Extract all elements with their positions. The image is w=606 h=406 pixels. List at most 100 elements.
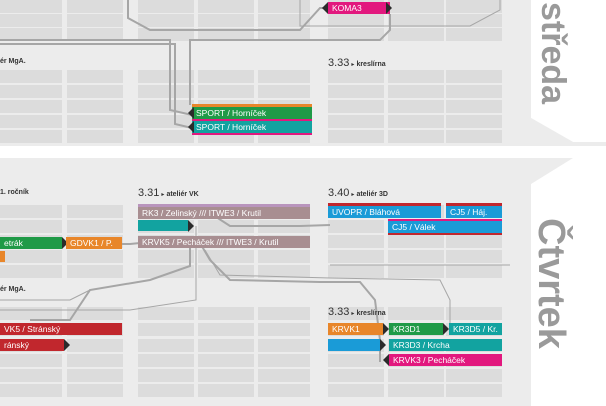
empty-slot[interactable] [198,85,254,98]
course-uvopr[interactable]: UVOPR / Bláhová [328,206,441,218]
empty-slot[interactable] [138,323,194,336]
course-krvk3[interactable]: KRVK3 / Pecháček [389,354,502,366]
empty-slot[interactable] [446,85,502,98]
empty-slot[interactable] [67,115,123,128]
empty-slot[interactable] [388,0,444,13]
empty-slot[interactable] [446,130,502,143]
empty-slot[interactable] [138,14,194,27]
empty-slot[interactable] [0,220,62,233]
empty-slot[interactable] [198,70,254,83]
empty-slot[interactable] [328,265,384,278]
empty-slot[interactable] [258,354,310,367]
empty-slot[interactable] [0,250,62,263]
course-krvk1[interactable]: KRVK1 [328,323,383,335]
empty-slot[interactable] [328,307,384,320]
empty-slot[interactable] [328,14,384,27]
empty-slot[interactable] [328,354,384,367]
empty-slot[interactable] [67,14,123,27]
empty-slot[interactable] [198,384,254,397]
empty-slot[interactable] [198,250,254,263]
empty-slot[interactable] [0,115,62,128]
empty-slot[interactable] [388,250,444,263]
empty-slot[interactable] [0,100,62,113]
empty-slot[interactable] [67,250,123,263]
course-kr3d3[interactable]: KR3D3 / Krcha [389,339,502,351]
course-transky[interactable]: ránský [0,339,64,351]
empty-slot[interactable] [388,384,444,397]
empty-slot[interactable] [198,0,254,13]
empty-slot[interactable] [67,130,123,143]
empty-slot[interactable] [198,14,254,27]
course-cj5-haj[interactable]: CJ5 / Háj. [446,206,502,218]
empty-slot[interactable] [138,384,194,397]
empty-slot[interactable] [446,369,502,382]
empty-slot[interactable] [446,235,502,248]
empty-slot[interactable] [138,307,194,320]
course-rk3[interactable]: RK3 / Zelinský /// ITWE3 / Krutil [138,207,310,219]
empty-slot[interactable] [138,70,194,83]
empty-slot[interactable] [138,369,194,382]
empty-slot[interactable] [328,28,384,41]
empty-slot[interactable] [258,369,310,382]
course-kr3d1[interactable]: KR3D1 [389,323,443,335]
course-cyan-block[interactable] [328,339,380,351]
empty-slot[interactable] [258,339,310,352]
empty-slot[interactable] [0,85,62,98]
course-krvk5[interactable]: KRVK5 / Pecháček /// ITWE3 / Krutil [138,236,310,248]
empty-slot[interactable] [138,85,194,98]
course-kr3d5[interactable]: KR3D5 / Kr. [449,323,502,335]
empty-slot[interactable] [328,85,384,98]
course-koma3[interactable]: KOMA3 [328,2,390,14]
empty-slot[interactable] [388,307,444,320]
empty-slot[interactable] [0,354,62,367]
empty-slot[interactable] [67,205,123,218]
empty-slot[interactable] [67,28,123,41]
empty-slot[interactable] [446,265,502,278]
empty-slot[interactable] [198,323,254,336]
empty-slot[interactable] [446,0,502,13]
empty-slot[interactable] [258,384,310,397]
empty-slot[interactable] [138,250,194,263]
course-sport-1[interactable]: SPORT / Horníček [192,107,312,119]
empty-slot[interactable] [198,369,254,382]
empty-slot[interactable] [67,220,123,233]
empty-slot[interactable] [446,28,502,41]
empty-slot[interactable] [388,85,444,98]
empty-slot[interactable] [258,323,310,336]
course-teal-block[interactable] [138,220,188,231]
empty-slot[interactable] [446,100,502,113]
empty-slot[interactable] [138,100,194,113]
empty-slot[interactable] [388,70,444,83]
empty-slot[interactable] [446,307,502,320]
empty-slot[interactable] [328,130,384,143]
empty-slot[interactable] [198,339,254,352]
empty-slot[interactable] [388,115,444,128]
empty-slot[interactable] [198,354,254,367]
empty-slot[interactable] [67,354,123,367]
empty-slot[interactable] [328,235,384,248]
empty-slot[interactable] [446,14,502,27]
empty-slot[interactable] [0,369,62,382]
course-etrak[interactable]: etrák [0,237,62,249]
empty-slot[interactable] [388,369,444,382]
empty-slot[interactable] [138,0,194,13]
empty-slot[interactable] [446,384,502,397]
empty-slot[interactable] [258,28,310,41]
empty-slot[interactable] [388,14,444,27]
empty-slot[interactable] [328,100,384,113]
empty-slot[interactable] [67,339,123,352]
empty-slot[interactable] [138,339,194,352]
empty-slot[interactable] [446,115,502,128]
empty-slot[interactable] [258,265,310,278]
empty-slot[interactable] [198,220,254,233]
course-vk5[interactable]: VK5 / Stránský [0,323,122,335]
empty-slot[interactable] [328,369,384,382]
empty-slot[interactable] [0,28,62,41]
empty-slot[interactable] [67,70,123,83]
empty-slot[interactable] [328,384,384,397]
empty-slot[interactable] [0,205,62,218]
empty-slot[interactable] [388,28,444,41]
empty-slot[interactable] [328,70,384,83]
empty-slot[interactable] [0,130,62,143]
empty-slot[interactable] [328,115,384,128]
